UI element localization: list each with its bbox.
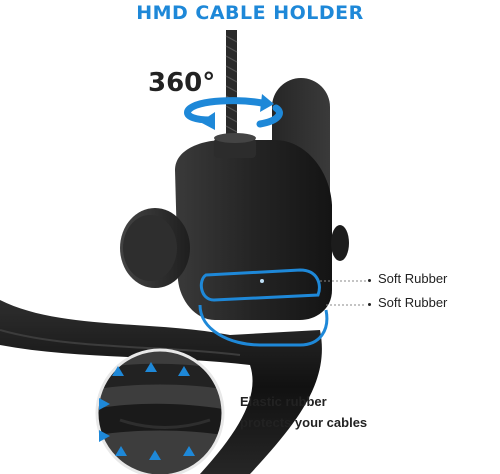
rotation-arrow-icon <box>184 94 283 130</box>
callout-soft-rubber-bottom: Soft Rubber <box>378 295 448 310</box>
clip-body <box>175 140 332 320</box>
callout-bullet <box>368 279 371 282</box>
feature-note-line-1: Elastic rubber <box>240 394 327 409</box>
magnifier-detail <box>95 348 225 474</box>
rotation-label: 360° <box>148 68 216 98</box>
feature-note: Elastic rubber protects your cables <box>240 391 367 433</box>
callout-bullet <box>368 303 371 306</box>
braided-cable <box>225 30 238 150</box>
expand-arrow-icon <box>99 362 195 460</box>
callout-soft-rubber-top: Soft Rubber <box>378 271 448 286</box>
rubber-lining <box>199 268 321 302</box>
feature-note-line-2: protects your cables <box>240 415 368 430</box>
page-title: HMD CABLE HOLDER <box>136 2 364 24</box>
